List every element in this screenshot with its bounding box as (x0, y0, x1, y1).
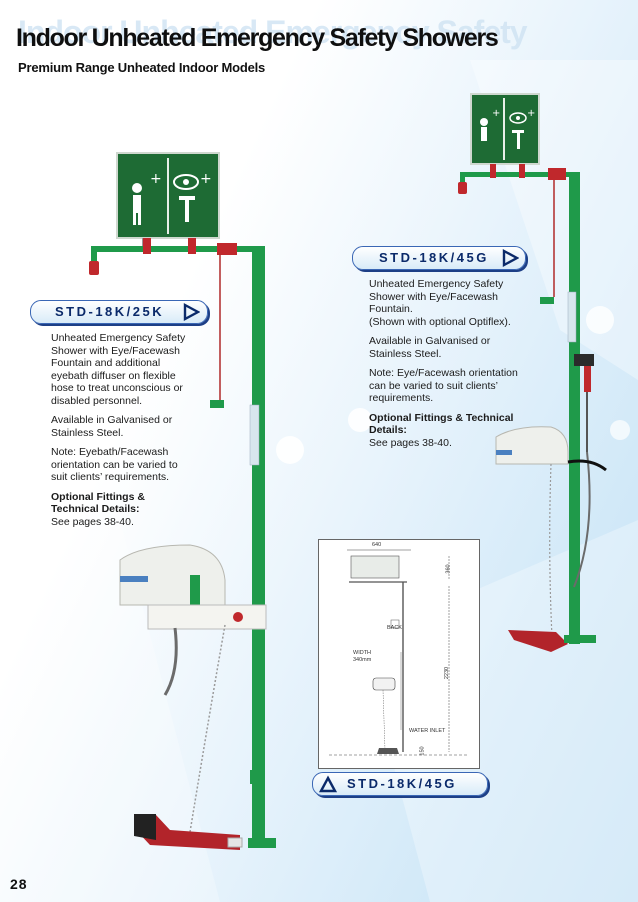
left-optional-heading: Optional Fittings & Technical Details: (51, 490, 145, 516)
up-triangle-icon (319, 775, 337, 793)
svg-text:+: + (150, 171, 162, 187)
model-label-std-18k-45g: STD-18K/45G (352, 246, 526, 270)
left-description-text: Unheated Emergency Safety Shower with Ey… (51, 332, 186, 407)
water-inlet-label: WATER INLET (409, 728, 446, 734)
right-shower-illustration: + + (458, 93, 607, 652)
right-availability-text: Available in Galvanised or Stainless Ste… (369, 335, 491, 360)
dimension-total-height: 2230 (444, 666, 451, 680)
right-product-description: Unheated Emergency Safety Shower with Ey… (369, 278, 519, 456)
dimension-width: 640 (372, 542, 382, 548)
left-shower-illustration: + + (89, 152, 276, 850)
svg-text:+: + (200, 171, 212, 187)
model-label-std-18k-25k: STD-18K/25K (30, 300, 208, 324)
technical-drawing: 640 360 BACK 2230 WIDTH 340mm WATER INLE… (318, 539, 480, 769)
left-note-text: Note: Eyebath/Facewash orientation can b… (51, 446, 178, 483)
model-label-text: STD-18K/45G (379, 250, 489, 265)
right-optiflex-text: (Shown with optional Optiflex). (369, 315, 511, 328)
model-label-text: STD-18K/45G (347, 776, 457, 791)
dimension-sign-height: 360 (445, 564, 452, 574)
play-triangle-icon (183, 303, 200, 321)
left-pages-text: See pages 38-40. (51, 515, 134, 528)
right-pages-text: See pages 38-40. (369, 436, 452, 449)
page-number: 28 (10, 876, 28, 892)
model-label-text: STD-18K/25K (55, 304, 165, 319)
right-description-text: Unheated Emergency Safety Shower with Ey… (369, 278, 504, 315)
width-label: WIDTH (353, 650, 372, 656)
page-subtitle: Premium Range Unheated Indoor Models (18, 60, 266, 75)
model-label-std-18k-45g-drawing: STD-18K/45G (312, 772, 488, 796)
back-label: BACK (387, 625, 402, 631)
left-product-description: Unheated Emergency Safety Shower with Ey… (51, 332, 191, 535)
dimension-base: 150 (419, 746, 426, 756)
page-title: Indoor Unheated Emergency Safety Showers (16, 24, 499, 52)
ghost-title: Indoor Unheated Emergency Safety (18, 14, 528, 50)
svg-text:+: + (492, 108, 500, 119)
play-triangle-icon (502, 249, 519, 267)
right-note-text: Note: Eye/Facewash orientation can be va… (369, 367, 518, 404)
left-availability-text: Available in Galvanised or Stainless Ste… (51, 414, 173, 439)
width-value: 340mm (353, 657, 372, 663)
svg-text:+: + (527, 108, 535, 119)
right-optional-heading: Optional Fittings & Technical Details: (369, 411, 514, 437)
technical-drawing-lines (329, 549, 469, 756)
